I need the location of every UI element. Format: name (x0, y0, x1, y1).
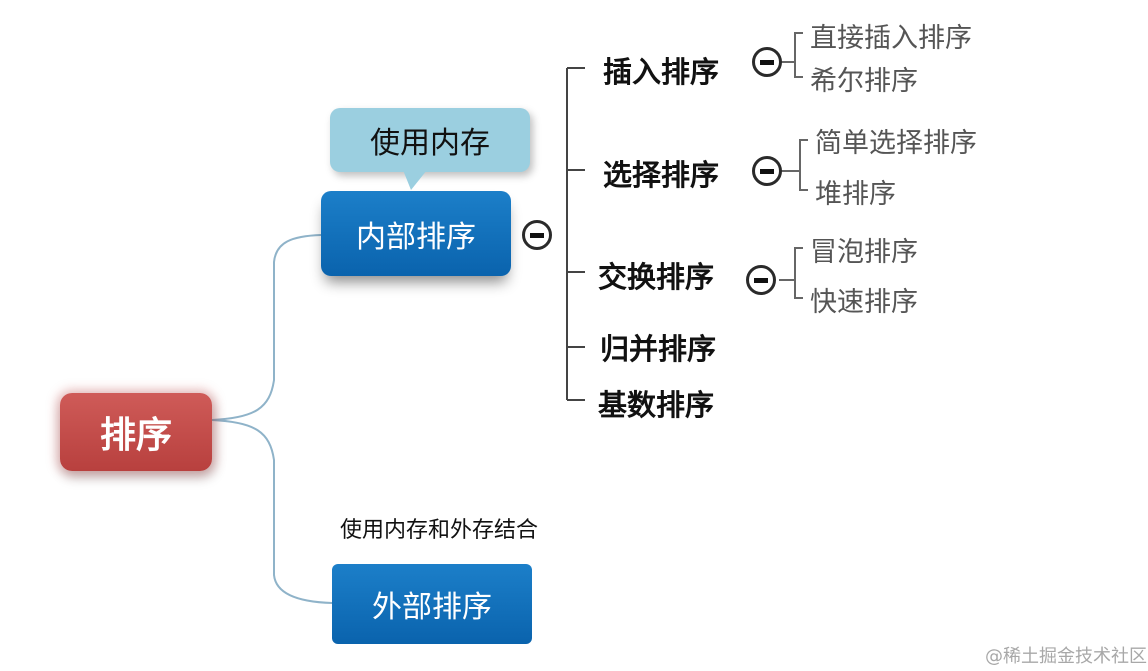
root-node-sort[interactable]: 排序 (60, 393, 212, 471)
node-external-sort[interactable]: 外部排序 (332, 564, 532, 644)
callout-use-memory: 使用内存 (330, 108, 530, 172)
collapse-minus-icon[interactable] (746, 265, 776, 295)
category-merge-sort[interactable]: 归并排序 (600, 332, 717, 366)
category-exchange-sort[interactable]: 交换排序 (598, 260, 715, 294)
node-internal-sort[interactable]: 内部排序 (321, 191, 511, 276)
leaf-straight-insertion[interactable]: 直接插入排序 (810, 23, 972, 54)
leaf-heap-sort[interactable]: 堆排序 (815, 179, 896, 210)
leaf-bracket-insert (781, 32, 803, 78)
category-insert-sort[interactable]: 插入排序 (603, 55, 720, 89)
note-memory-and-storage: 使用内存和外存结合 (340, 518, 539, 543)
collapse-minus-icon[interactable] (752, 47, 782, 77)
leaf-quick-sort[interactable]: 快速排序 (810, 287, 918, 318)
leaf-bubble-sort[interactable]: 冒泡排序 (810, 237, 918, 268)
watermark: @稀土掘金技术社区 (985, 646, 1147, 667)
callout-tail (403, 170, 427, 190)
category-radix-sort[interactable]: 基数排序 (598, 388, 715, 422)
leaf-bracket-select (781, 139, 808, 191)
connector-root-internal (211, 234, 322, 421)
collapse-minus-icon[interactable] (752, 156, 782, 186)
leaf-shell-sort[interactable]: 希尔排序 (810, 66, 918, 97)
category-selection-sort[interactable]: 选择排序 (603, 158, 720, 192)
connector-root-external (211, 419, 333, 604)
collapse-minus-icon[interactable] (522, 220, 552, 250)
leaf-simple-selection[interactable]: 简单选择排序 (815, 128, 977, 159)
leaf-bracket-exchange (779, 247, 803, 299)
